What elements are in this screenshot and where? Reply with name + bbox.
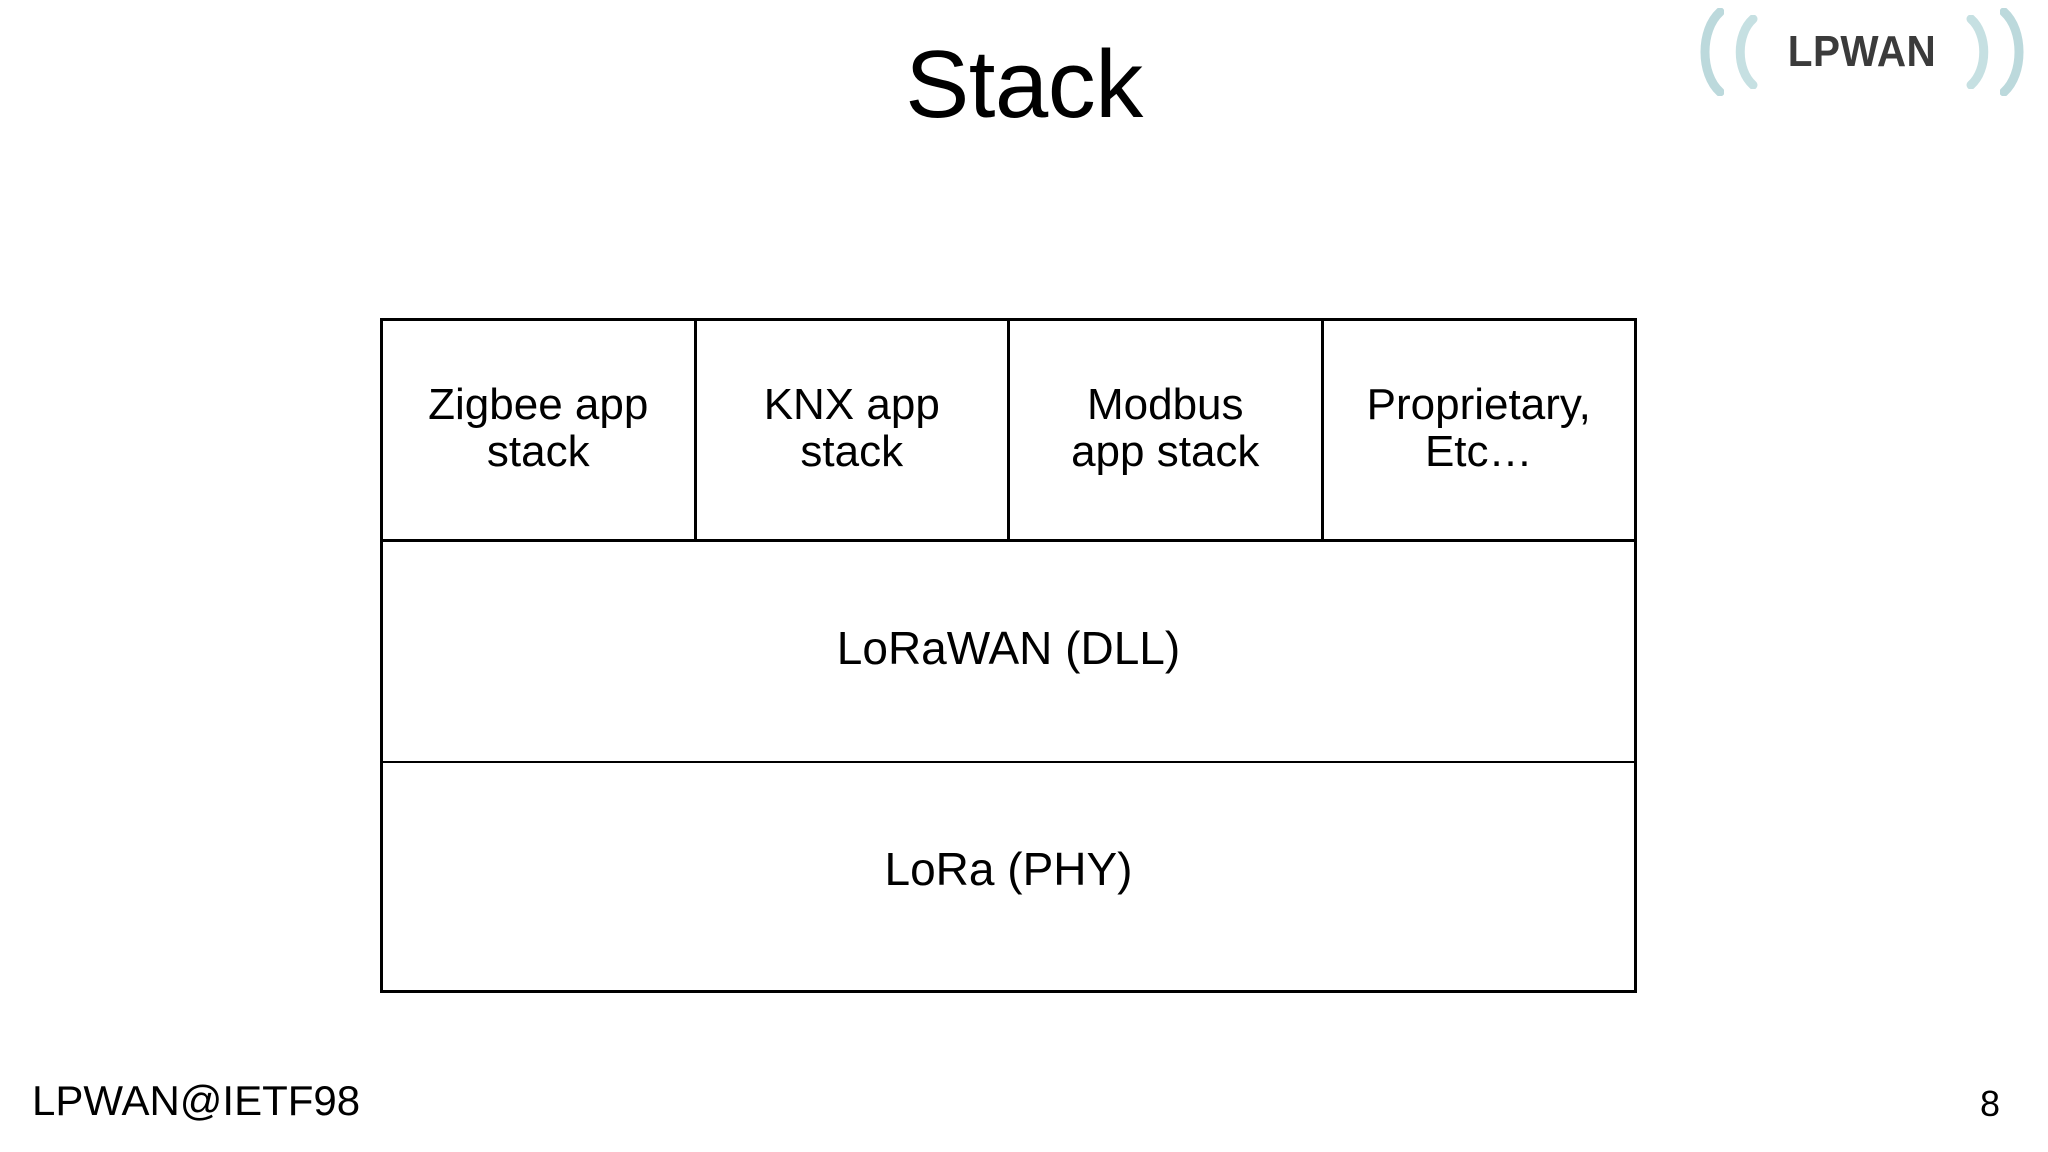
- stack-cell-proprietary-label: Proprietary, Etc…: [1366, 379, 1591, 476]
- lpwan-logo-text: LPWAN: [1787, 27, 1937, 76]
- stack-cell-lorawan: LoRaWAN (DLL): [383, 542, 1634, 761]
- stack-row-physical: LoRa (PHY): [383, 763, 1634, 990]
- stack-row-datalink: LoRaWAN (DLL): [383, 542, 1634, 763]
- stack-cell-lora: LoRa (PHY): [383, 763, 1634, 990]
- stack-cell-modbus: Modbus app stack: [1010, 321, 1324, 539]
- stack-cell-knx-label: KNX app stack: [763, 379, 940, 476]
- stack-cell-lora-label: LoRa (PHY): [884, 842, 1133, 895]
- logo-arc-left-inner-icon: [1735, 15, 1758, 89]
- lpwan-logo: LPWAN: [1692, 4, 2032, 100]
- stack-cell-zigbee-label: Zigbee app stack: [428, 379, 649, 476]
- stack-cell-lorawan-label: LoRaWAN (DLL): [836, 621, 1181, 674]
- stack-cell-modbus-label: Modbus app stack: [1071, 379, 1260, 476]
- logo-arc-left-outer-icon: [1700, 8, 1724, 96]
- logo-arc-right-inner-icon: [1966, 15, 1989, 89]
- protocol-stack-diagram: Zigbee app stack KNX app stack Modbus ap…: [380, 318, 1637, 993]
- footer-event-label: LPWAN@IETF98: [32, 1077, 361, 1124]
- stack-cell-zigbee: Zigbee app stack: [383, 321, 697, 539]
- page-title: Stack: [905, 31, 1143, 138]
- stack-cell-proprietary: Proprietary, Etc…: [1324, 321, 1635, 539]
- slide-page-number: 8: [1979, 1083, 2000, 1124]
- stack-row-application: Zigbee app stack KNX app stack Modbus ap…: [383, 321, 1634, 542]
- stack-cell-knx: KNX app stack: [697, 321, 1010, 539]
- logo-arc-right-outer-icon: [2000, 8, 2024, 96]
